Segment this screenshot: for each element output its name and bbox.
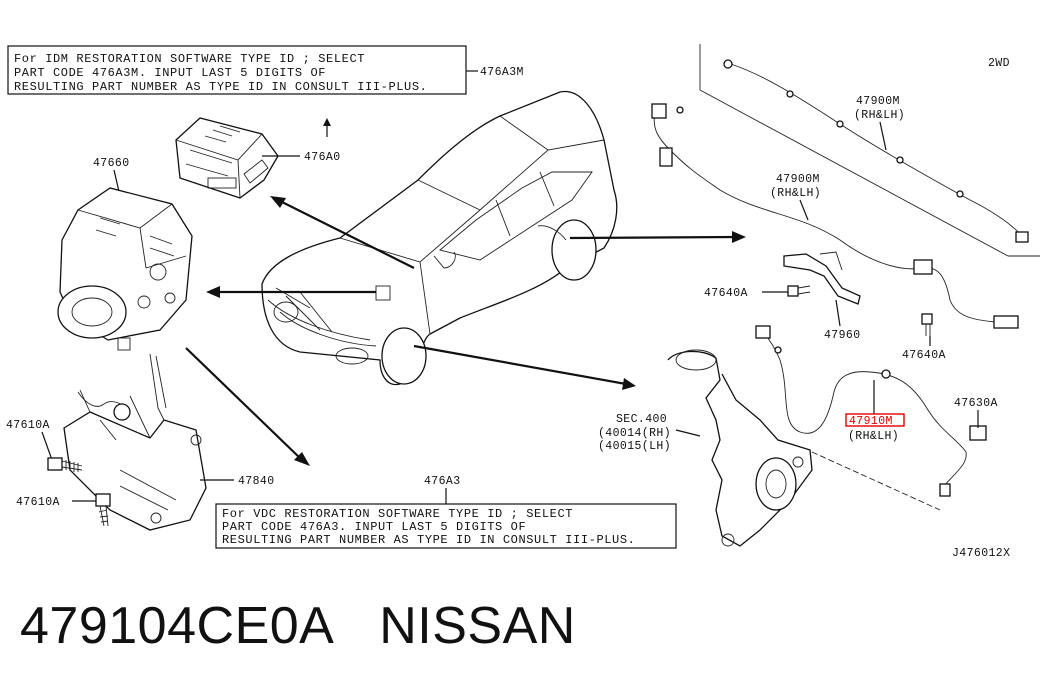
idm-note: For IDM RESTORATION SOFTWARE TYPE ID ; S… [7, 45, 478, 95]
label-47660[interactable]: 47660 [93, 157, 130, 170]
vdc-note-line-1: For VDC RESTORATION SOFTWARE TYPE ID ; S… [222, 507, 573, 521]
vdc-note-line-2: PART CODE 476A3. INPUT LAST 5 DIGITS OF [222, 520, 526, 534]
label-47840[interactable]: 47840 [238, 475, 275, 488]
callout-arrows [185, 196, 746, 466]
highlight-box-47910M [845, 413, 905, 427]
label-47640A-left[interactable]: 47640A [704, 287, 748, 300]
up-arrow-icon [323, 118, 331, 137]
label-476A3M[interactable]: 476A3M [480, 66, 524, 79]
label-476A0[interactable]: 476A0 [304, 151, 341, 164]
harness-47900M-upper [723, 59, 1029, 243]
diagram-code: J476012X [952, 547, 1010, 560]
bracket-47960 [783, 251, 861, 305]
abs-actuator-47660 [57, 187, 193, 351]
vdc-note-line-3: RESULTING PART NUMBER AS TYPE ID IN CONS… [222, 533, 635, 547]
bolt-icon-upper [47, 457, 83, 472]
harness-47900M-lower [651, 103, 1019, 329]
bolt-icon-47640A-left [787, 285, 811, 297]
label-sec400-lh: (40015(LH) [598, 440, 671, 453]
label-47610A-lower[interactable]: 47610A [16, 496, 60, 509]
brand-name: NISSAN [379, 597, 576, 655]
label-sec400[interactable]: SEC.400 [616, 413, 667, 426]
label-47900M-upper-side: (RH&LH) [854, 109, 905, 122]
front-sensor-harness-47910M [755, 325, 987, 497]
vehicle-outline [261, 90, 618, 386]
label-47910M-side: (RH&LH) [848, 430, 899, 443]
label-47910M[interactable]: 47910M [849, 415, 893, 428]
vdc-note: For VDC RESTORATION SOFTWARE TYPE ID ; S… [215, 503, 677, 549]
rear-sensor-panel [699, 44, 1040, 257]
idm-note-line-2: PART CODE 476A3M. INPUT LAST 5 DIGITS OF [14, 66, 326, 80]
label-47640A-right[interactable]: 47640A [902, 349, 946, 362]
label-2WD: 2WD [988, 57, 1010, 70]
bolt-icon-lower [95, 493, 111, 527]
label-47900M-upper[interactable]: 47900M [856, 95, 900, 108]
label-47630A[interactable]: 47630A [954, 397, 998, 410]
label-sec400-rh: (40014(RH) [598, 427, 671, 440]
label-47900M-lower[interactable]: 47900M [776, 173, 820, 186]
control-unit-476A0 [175, 117, 279, 199]
footer-title: 479104CE0A NISSAN [20, 596, 576, 656]
part-number: 479104CE0A [20, 597, 335, 655]
bracket-47840 [63, 353, 207, 531]
label-47900M-lower-side: (RH&LH) [770, 187, 821, 200]
label-476A3[interactable]: 476A3 [424, 475, 461, 488]
idm-note-line-3: RESULTING PART NUMBER AS TYPE ID IN CONS… [14, 80, 427, 94]
steering-knuckle [667, 349, 941, 547]
label-47960[interactable]: 47960 [824, 329, 861, 342]
label-47610A-upper[interactable]: 47610A [6, 419, 50, 432]
bolt-icon-47640A-right [921, 313, 933, 336]
idm-note-line-1: For IDM RESTORATION SOFTWARE TYPE ID ; S… [14, 52, 365, 66]
